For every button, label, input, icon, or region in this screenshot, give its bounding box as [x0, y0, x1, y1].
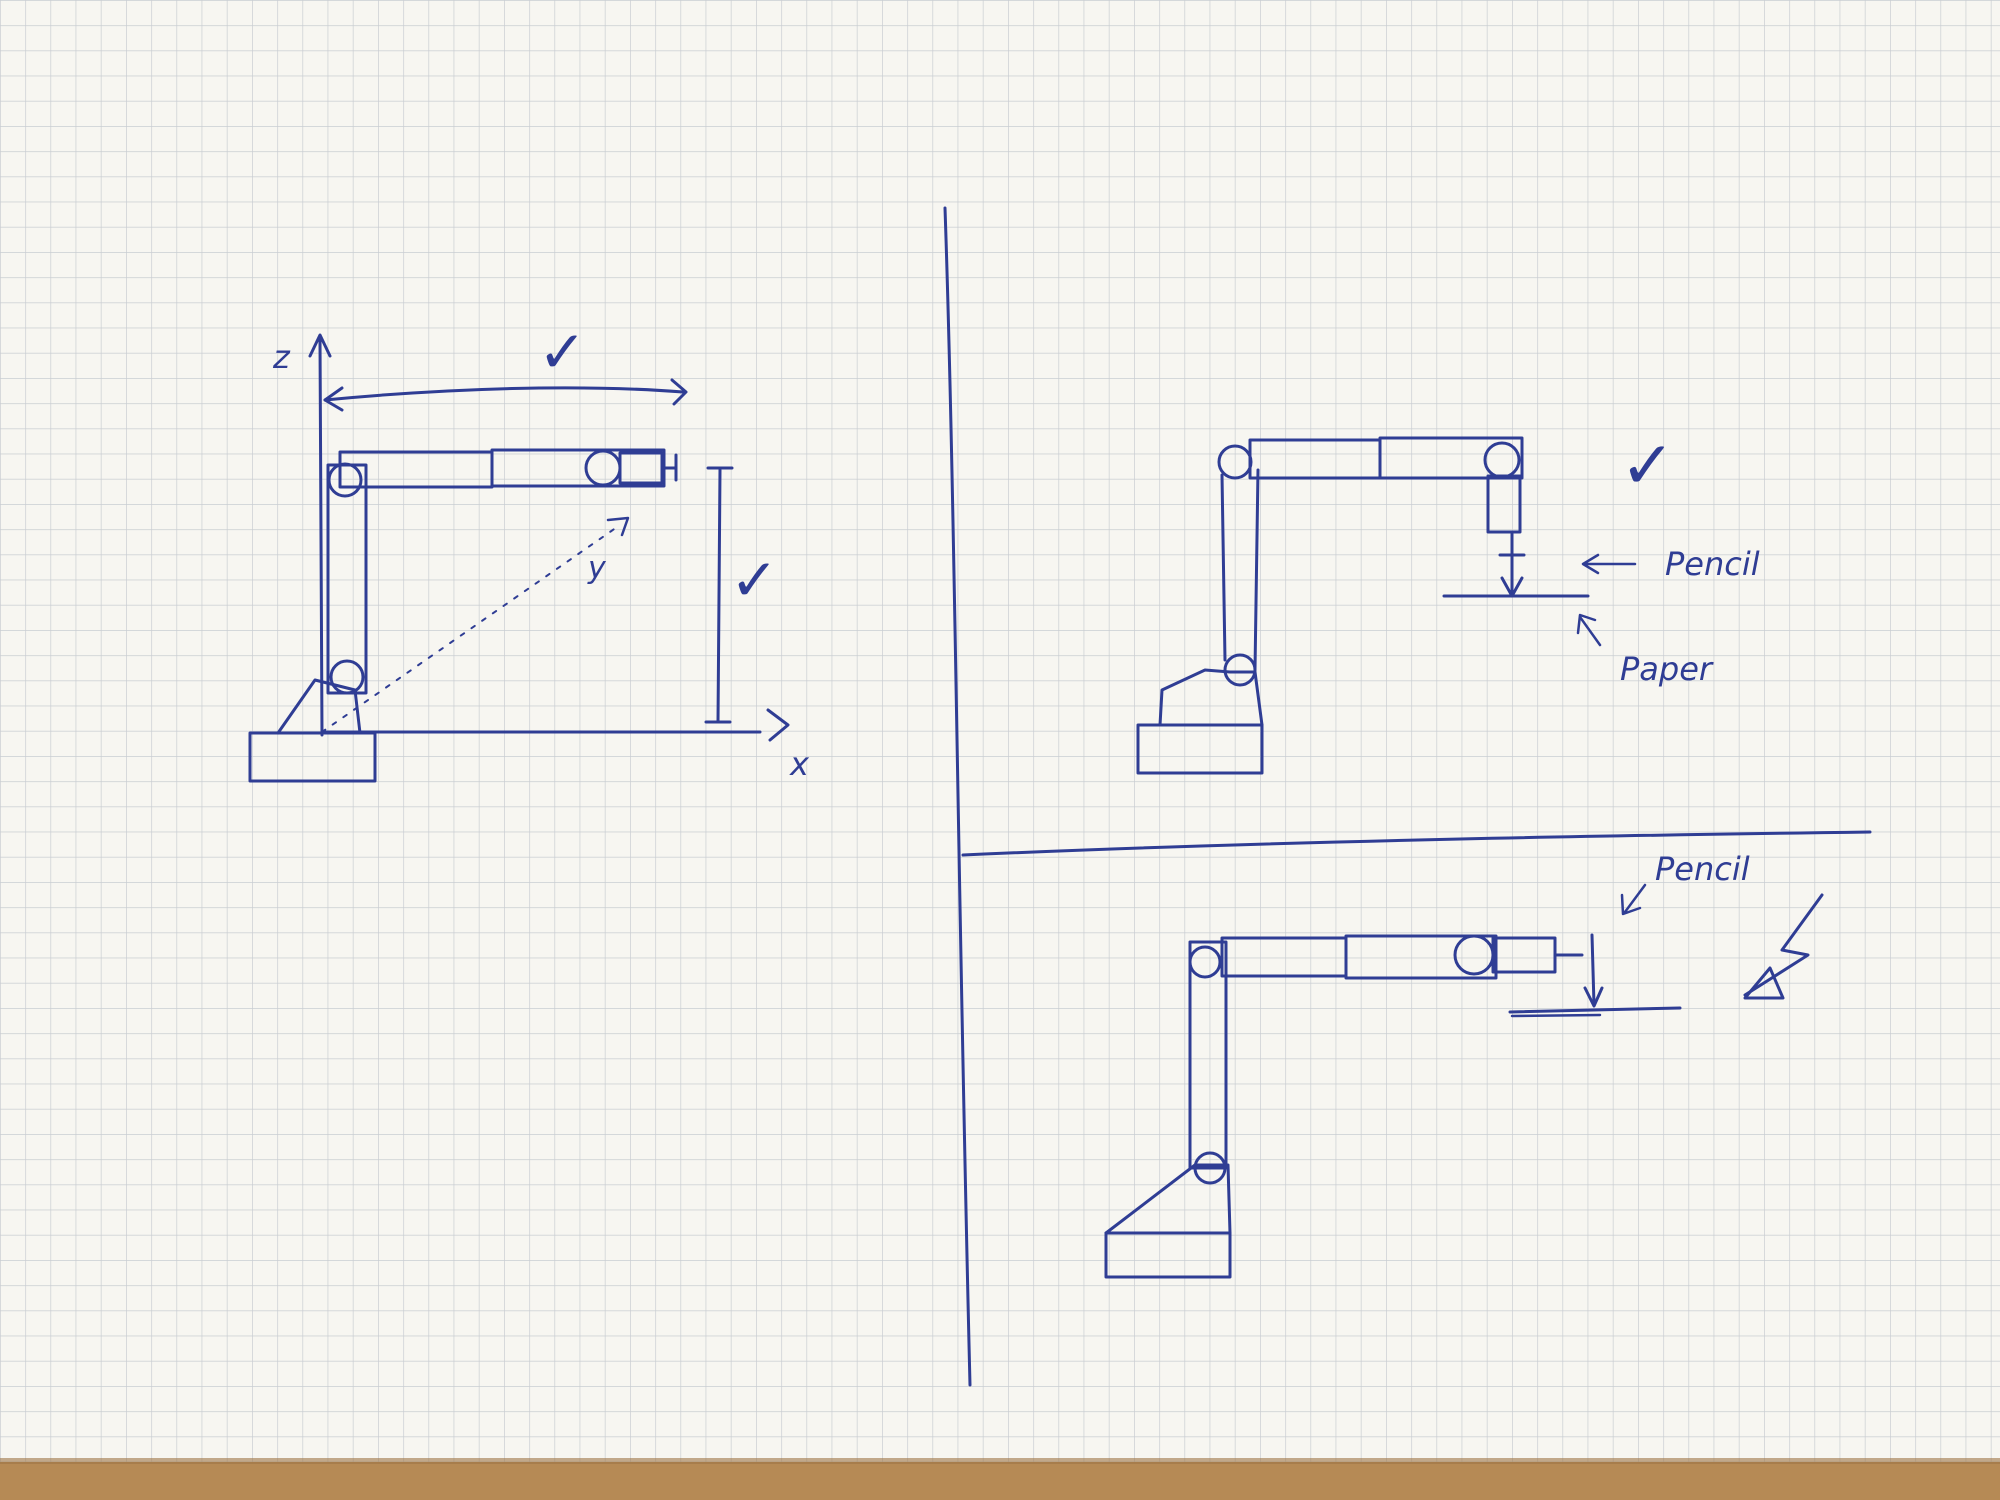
- height-dimension-check: ✓: [730, 546, 779, 614]
- z-axis-arrowhead: [308, 333, 332, 358]
- vertical-link: [1220, 468, 1260, 672]
- pencil-label: Pencil: [1665, 545, 1760, 583]
- paper-edge-shadow: [0, 1458, 2000, 1464]
- upper-right-robot-diagram: Pencil Paper ✓: [1136, 427, 1760, 775]
- vertical-divider: [943, 206, 972, 1387]
- paper-grid: [0, 0, 2000, 1462]
- horizontal-divider: [961, 830, 1872, 857]
- lower-joint: [1223, 653, 1257, 687]
- width-dimension-check: ✓: [538, 318, 587, 386]
- y-axis-dashed-line: [321, 524, 621, 733]
- end-effector-tick: [660, 453, 678, 482]
- forearm-link: [1378, 436, 1524, 480]
- height-dimension-line: [716, 468, 722, 724]
- pencil-drop-line: [1590, 933, 1596, 1007]
- base-wedge: [1158, 668, 1264, 727]
- base-block: [1104, 1231, 1232, 1279]
- vertical-link: [1188, 940, 1228, 1170]
- z-axis-label: z: [272, 338, 291, 376]
- width-dimension-line: [323, 386, 685, 402]
- z-axis-line: [318, 338, 324, 737]
- lightning-error-mark: [1743, 893, 1824, 997]
- pencil-pointer-arrow: [1581, 553, 1637, 575]
- approval-check: ✓: [1620, 427, 1675, 504]
- pencil-arrowhead: [1583, 986, 1604, 1008]
- forearm-link: [1344, 934, 1498, 980]
- paper-label: Paper: [1620, 650, 1714, 688]
- x-axis-arrowhead: [766, 708, 790, 742]
- width-dimension-right-arrowhead: [670, 378, 688, 406]
- y-axis-arrowhead: [606, 516, 630, 537]
- shoulder-joint: [327, 462, 363, 498]
- y-axis-label: y: [587, 551, 607, 586]
- paper-surface-line: [1508, 1006, 1682, 1014]
- shoulder-joint: [1188, 945, 1222, 979]
- base-wedge: [276, 678, 362, 735]
- base-block: [1136, 723, 1264, 775]
- base-block: [248, 731, 377, 783]
- lower-right-robot-diagram: Pencil: [1104, 850, 1824, 1279]
- base-wedge: [1104, 1163, 1232, 1235]
- paper-surface-line-2: [1510, 1013, 1602, 1018]
- pencil-pointer-arrow: [1620, 883, 1647, 916]
- width-dimension-left-arrowhead: [323, 386, 344, 412]
- lower-joint: [329, 659, 365, 695]
- pencil-holder: [1486, 474, 1522, 534]
- left-robot-diagram: z x y ✓ ✓: [248, 318, 810, 783]
- x-axis-label: x: [789, 745, 810, 783]
- paper-pointer-arrow: [1576, 613, 1602, 647]
- lightning-triangle: [1743, 966, 1785, 1000]
- lower-joint: [1193, 1151, 1227, 1185]
- pencil-label: Pencil: [1655, 850, 1750, 888]
